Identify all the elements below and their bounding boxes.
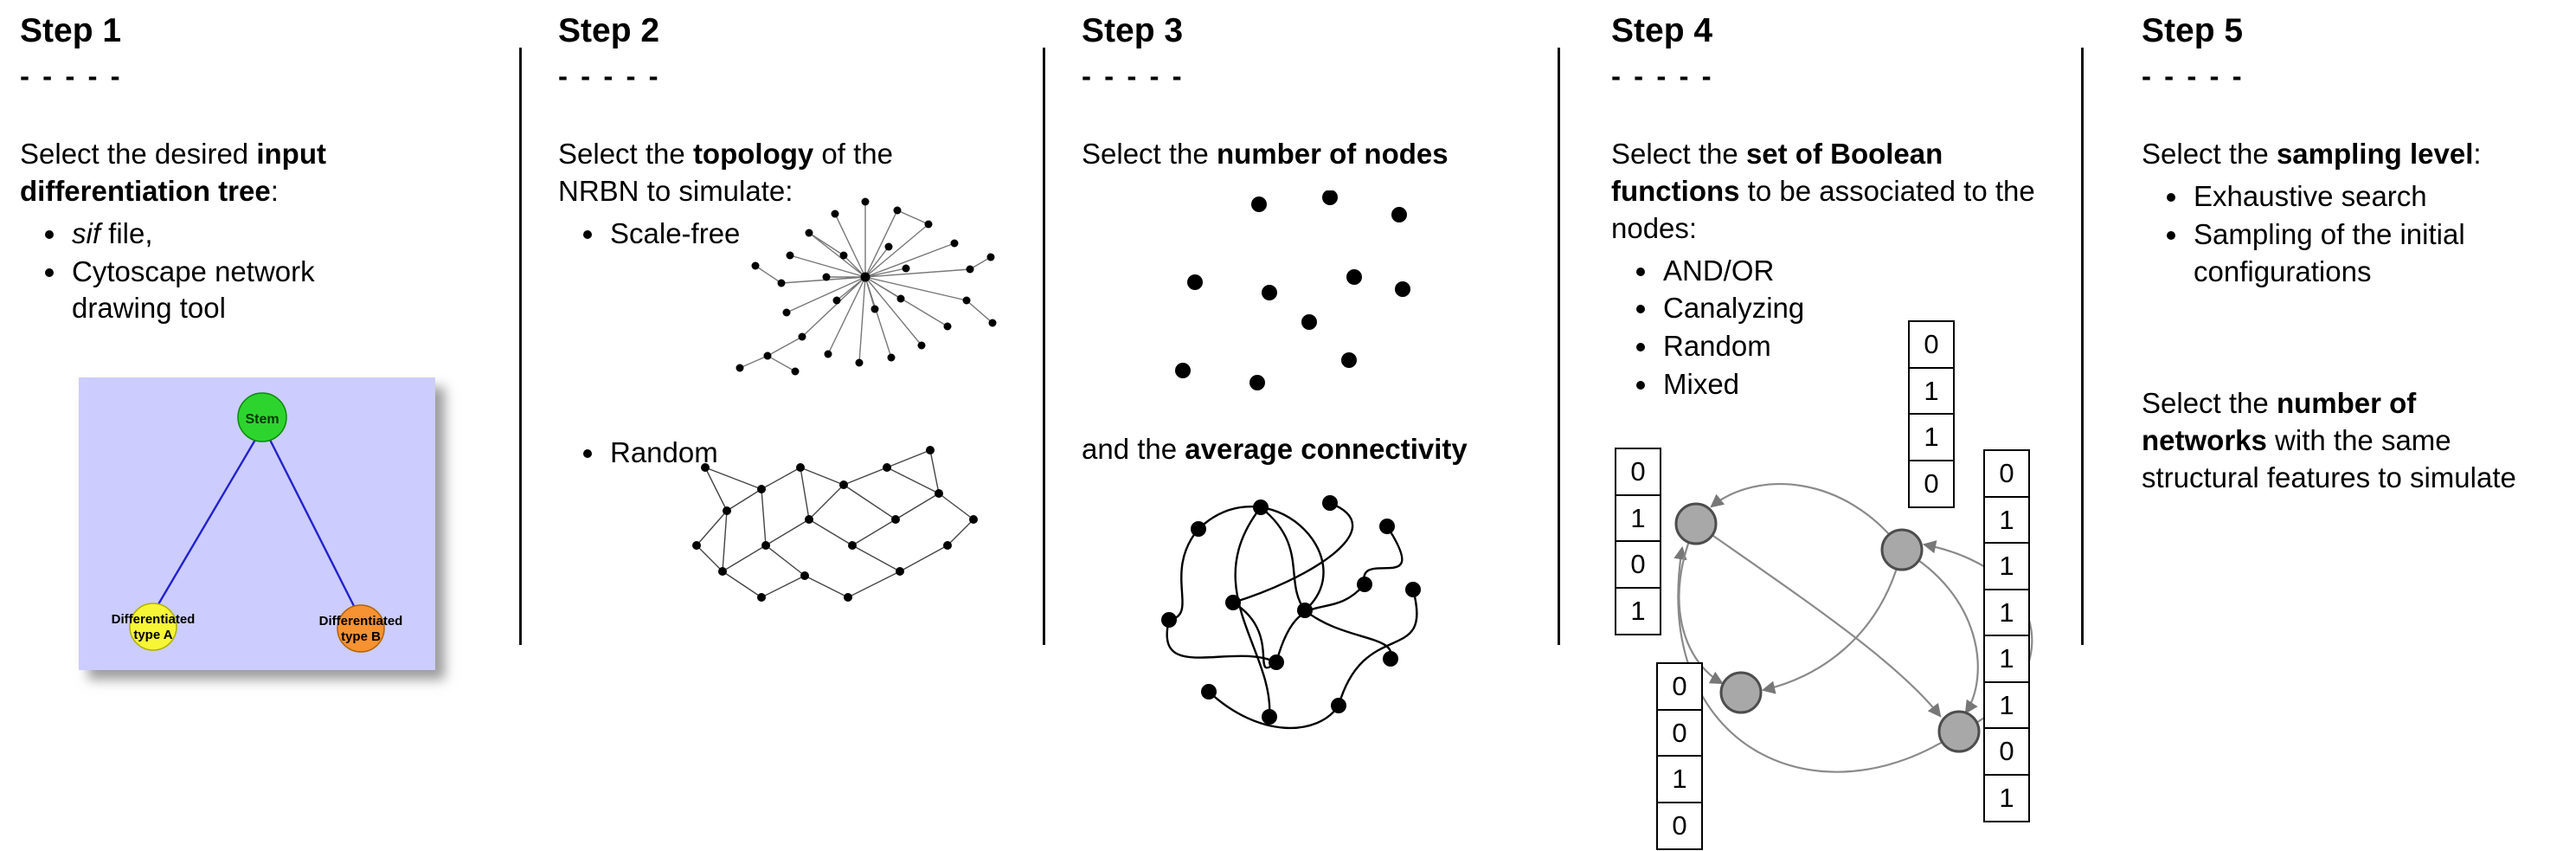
type-a-label-line2: type A <box>133 628 172 642</box>
truth-table-right: 0 1 1 1 1 1 0 1 <box>1983 449 2030 822</box>
truth-table-cell: 0 <box>1615 448 1661 496</box>
stem-node-label: Stem <box>245 412 279 427</box>
random-edges <box>696 449 974 598</box>
truth-table-cell: 0 <box>1656 662 1703 711</box>
step-2-bullet-list-2: Random <box>558 434 866 473</box>
step-3-connectivity-text: and the average connectivity <box>1082 433 1468 465</box>
column-divider <box>1043 48 1045 645</box>
truth-table-cell: 0 <box>1615 540 1661 589</box>
truth-table-cell: 0 <box>1656 801 1703 850</box>
truth-table-cell: 1 <box>1983 680 2030 730</box>
truth-table-cell: 1 <box>1983 542 2030 590</box>
truth-table-cell: 1 <box>1908 366 1955 416</box>
type-a-node <box>129 603 177 651</box>
stem-node <box>237 392 287 442</box>
truth-table-cell: 0 <box>1656 708 1703 758</box>
bullet-canalyzing: Canalyzing <box>1660 290 2074 327</box>
step-4-panel: Step 4 - - - - - Select the set of Boole… <box>1611 0 2074 851</box>
truth-table-cell: 1 <box>1908 413 1955 461</box>
bullet-random: Random <box>607 435 866 472</box>
type-b-node <box>337 604 385 653</box>
truth-table-cell: 0 <box>1983 449 2030 498</box>
truth-table-cell: 1 <box>1983 495 2030 545</box>
random-nodes <box>692 446 978 602</box>
step-4-dashed-rule: - - - - - <box>1611 59 1714 92</box>
type-b-label-line2: type B <box>341 629 381 644</box>
bullet-exhaustive-search: Exhaustive search <box>2190 178 2570 216</box>
step-1-title: Step 1 <box>20 12 122 49</box>
truth-table-cell: 1 <box>1615 493 1661 543</box>
tangle-edges <box>1166 501 1418 730</box>
truth-table-cell: 1 <box>1983 588 2030 637</box>
step-2-panel: Step 2 - - - - - Select the topology of … <box>558 0 1012 851</box>
bullet-random-fn: Random <box>1660 328 2074 365</box>
step-1-bullet-list: sif file, Cytoscape network drawing tool <box>20 216 483 328</box>
truth-table-left: 0 1 0 1 <box>1615 448 1661 635</box>
differentiation-tree-graphic: Stem Differentiated type A Differentiate… <box>79 377 435 670</box>
step-4-intro: Select the set of Boolean functions to b… <box>1611 137 2035 244</box>
column-divider <box>2081 48 2084 645</box>
tree-edges <box>157 439 356 607</box>
step-3-title: Step 3 <box>1082 12 1184 49</box>
connectivity-network-graphic <box>1161 495 1421 730</box>
step-2-intro: Select the topology of the NRBN to simul… <box>558 137 893 207</box>
step-5-intro: Select the sampling level: <box>2142 137 2482 170</box>
truth-table-cell: 1 <box>1615 586 1661 635</box>
step-5-bullet-list: Exhaustive search Sampling of the initia… <box>2142 178 2570 291</box>
bullet-sif-file: sif file, <box>68 216 483 253</box>
bullet-sampling-initial: Sampling of the initial configurations <box>2190 216 2540 291</box>
type-b-label-line1: Differentiated <box>319 614 403 629</box>
scatter-dots <box>1175 190 1410 390</box>
truth-table-cell: 0 <box>1908 320 1955 369</box>
step-1-panel: Step 1 - - - - - Select the desired inpu… <box>20 0 483 851</box>
truth-table-cell: 1 <box>1983 773 2030 822</box>
bullet-mixed: Mixed <box>1660 366 2074 403</box>
scale-free-edges <box>739 202 993 372</box>
column-divider <box>519 48 522 645</box>
truth-table-cell: 0 <box>1908 459 1955 508</box>
step-1-intro: Select the desired input differentiation… <box>20 137 326 207</box>
truth-table-cell: 1 <box>1983 635 2030 683</box>
step-3-intro: Select the number of nodes <box>1082 137 1449 170</box>
truth-table-cell: 0 <box>1983 727 2030 776</box>
step-2-title: Step 2 <box>558 12 660 49</box>
random-network-graphic <box>692 446 978 602</box>
step-5-panel: Step 5 - - - - - Select the sampling lev… <box>2142 0 2570 851</box>
tangle-nodes <box>1161 495 1421 725</box>
step-4-bullet-list: AND/OR Canalyzing Random Mixed <box>1611 253 2074 404</box>
truth-table-bottom: 0 0 1 0 <box>1656 662 1703 850</box>
type-a-label-line1: Differentiated <box>112 612 196 627</box>
bullet-scale-free: Scale-free <box>607 216 1012 253</box>
truth-table-cell: 1 <box>1656 755 1703 803</box>
step-2-bullet-list: Scale-free <box>558 216 1012 253</box>
bullet-cytoscape: Cytoscape network drawing tool <box>68 254 392 328</box>
step-3-panel: Step 3 - - - - - Select the number of no… <box>1082 0 1536 851</box>
scale-free-nodes <box>736 197 997 376</box>
step-5-networks-text: Select the number of networks with the s… <box>2142 387 2516 493</box>
step-1-dashed-rule: - - - - - <box>20 59 123 92</box>
step-5-title: Step 5 <box>2142 12 2244 49</box>
bullet-and-or: AND/OR <box>1660 253 2074 290</box>
truth-table-top: 0 1 1 0 <box>1908 320 1955 508</box>
step-4-title: Step 4 <box>1611 12 1713 49</box>
nodes-scatter-graphic <box>1175 190 1410 390</box>
step-2-dashed-rule: - - - - - <box>558 59 661 92</box>
step-3-dashed-rule: - - - - - <box>1082 59 1185 92</box>
scale-free-network-graphic <box>736 197 997 376</box>
column-divider <box>1558 48 1560 645</box>
step-5-dashed-rule: - - - - - <box>2142 59 2245 92</box>
boolean-network-nodes <box>1674 502 1981 753</box>
